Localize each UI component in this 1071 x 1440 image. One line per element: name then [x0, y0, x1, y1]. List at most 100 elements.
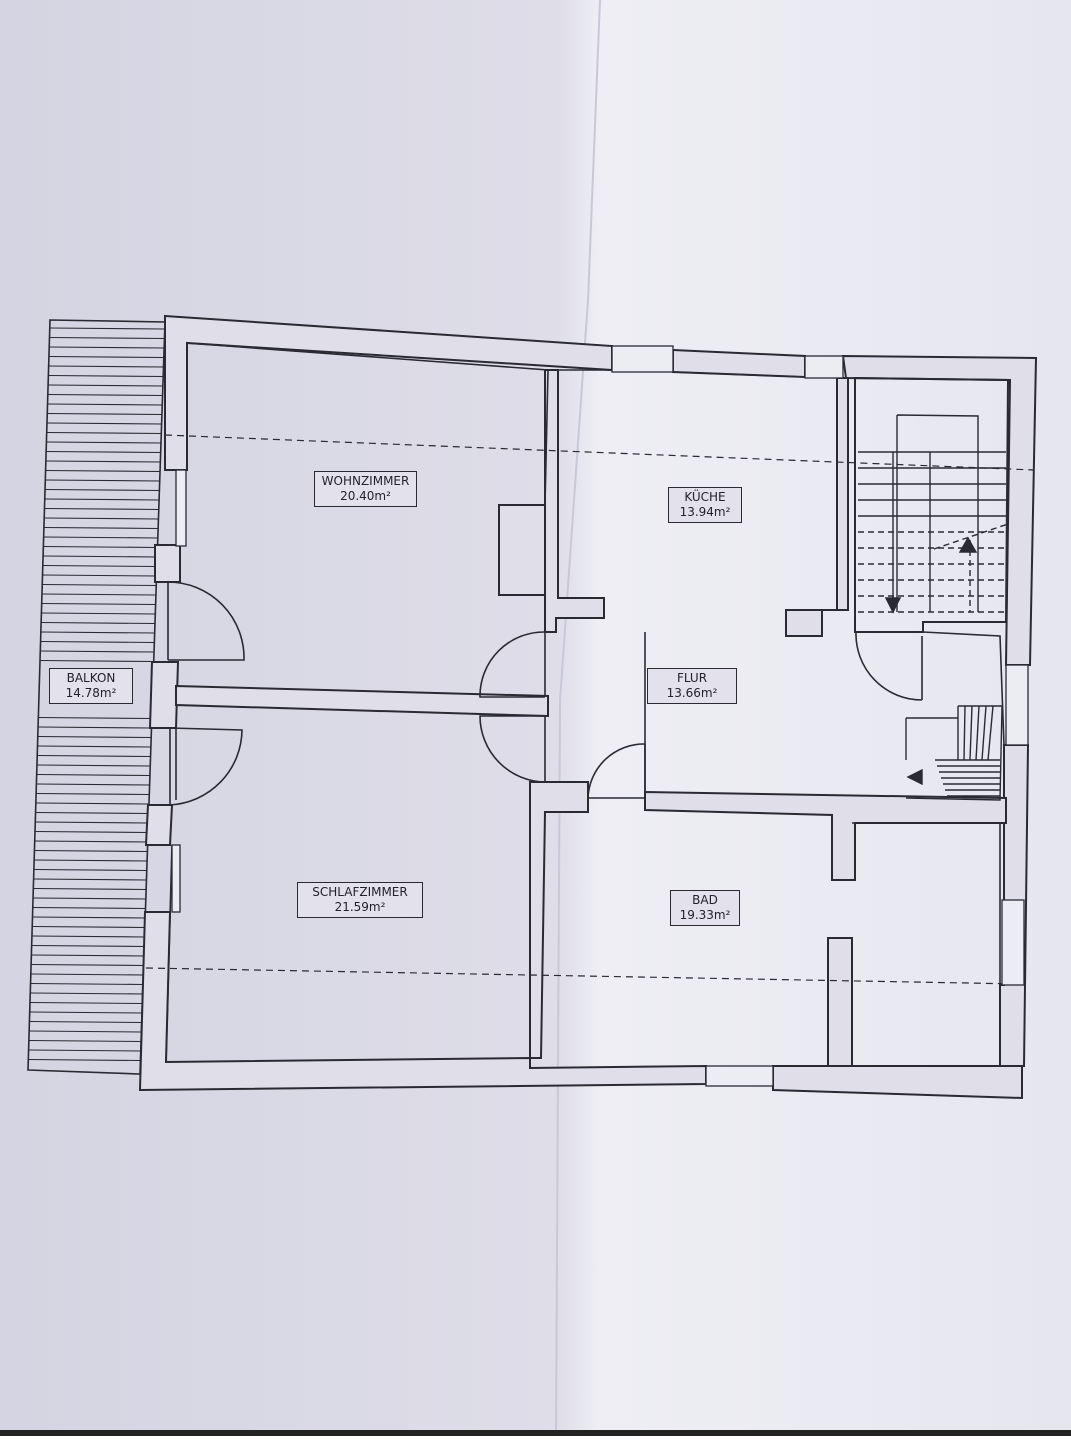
- stair-tread: [987, 705, 994, 761]
- window: [1005, 664, 1029, 746]
- windows: [171, 345, 1029, 1087]
- balcony-slat: [48, 355, 164, 359]
- balcony-slat: [41, 602, 156, 606]
- balcony-slat: [36, 764, 151, 767]
- balcony-slat: [36, 773, 150, 777]
- balcony-slat: [43, 536, 158, 539]
- balcony-slat: [30, 982, 143, 986]
- balcony-slat: [29, 1030, 142, 1033]
- balcony-slat: [34, 849, 148, 853]
- window: [171, 844, 181, 913]
- interior-wall: [854, 376, 1010, 633]
- balcony-slat: [43, 545, 158, 549]
- balcony-slat: [31, 963, 144, 967]
- balcony-slat: [48, 384, 163, 387]
- balcony-slat: [36, 783, 150, 786]
- balcony-slat: [30, 992, 143, 995]
- balcony-slat: [40, 659, 154, 663]
- door-wohnzimmer-balkon: [167, 581, 245, 661]
- balcony-slat: [37, 745, 151, 748]
- balcony-slat: [42, 574, 157, 577]
- balcony-slat: [49, 336, 165, 340]
- interior-wall: [498, 504, 546, 596]
- balcony-slat: [46, 450, 161, 454]
- balcony-slat: [31, 954, 144, 957]
- balcony-slat: [31, 935, 145, 938]
- door-wohnzimmer-flur: [479, 631, 546, 698]
- balcony-slat: [45, 460, 161, 463]
- door-bad-flur: [587, 743, 646, 799]
- balcony-slat: [33, 897, 146, 900]
- window: [175, 469, 187, 547]
- interior-wall: [175, 684, 549, 718]
- balcony-slat: [33, 887, 147, 891]
- balcony-slat: [47, 403, 163, 406]
- interior-wall: [644, 790, 1007, 881]
- balcony-slat: [29, 1011, 142, 1014]
- stair-tread: [975, 705, 980, 761]
- balcony-slat: [36, 792, 150, 796]
- balcony-slat: [41, 612, 156, 615]
- stair-tread: [981, 705, 987, 761]
- balcony-slat: [32, 906, 146, 910]
- window: [611, 345, 674, 373]
- balcony-slat: [43, 555, 158, 558]
- balcony-slat: [46, 441, 161, 444]
- balcony-slat: [29, 1020, 142, 1024]
- stair-frame: [905, 705, 1003, 801]
- balcony-slat: [34, 859, 148, 862]
- balcony-slat: [45, 479, 160, 482]
- stair-tread: [963, 705, 966, 761]
- balcony-slat: [48, 365, 164, 368]
- balcony-slat: [42, 564, 157, 568]
- balcony-slat: [32, 916, 146, 919]
- walls: [138, 314, 1038, 1100]
- balcony-slat: [43, 526, 159, 530]
- roof-slope-lines: [145, 434, 1035, 985]
- balcony-slat: [44, 517, 159, 520]
- balcony-slat: [33, 868, 147, 872]
- balcony-slat: [35, 821, 149, 824]
- door-stair-flur: [855, 631, 923, 701]
- balcony-slat: [41, 621, 155, 625]
- balcony-slat: [34, 840, 148, 843]
- balcony-slat: [45, 488, 160, 492]
- interior-wall: [785, 377, 849, 637]
- interior-wall: [529, 781, 589, 1059]
- window: [1001, 899, 1025, 986]
- interior-wall: [544, 369, 605, 633]
- balcony-slat: [40, 650, 155, 653]
- balcony-slat: [31, 944, 145, 948]
- outer-wall: [144, 804, 174, 846]
- balcony-slat: [37, 754, 151, 758]
- balcony-slat: [46, 431, 162, 435]
- staircase: [858, 414, 1009, 801]
- door-swings: [167, 581, 923, 806]
- balcony-slat: [33, 878, 147, 881]
- stair-tread: [969, 705, 973, 761]
- balcony-slat: [49, 346, 165, 349]
- balcony-slat: [28, 1039, 142, 1043]
- balcony-slat: [44, 507, 159, 511]
- balcony-slat: [35, 830, 149, 834]
- balcony-slat: [38, 716, 152, 720]
- stair-arrow: [906, 768, 923, 786]
- balcony-slat: [49, 327, 165, 330]
- balcony-slat: [44, 498, 160, 501]
- stair-tread: [933, 523, 1009, 550]
- door-schlafzimmer-balkon: [169, 727, 243, 806]
- outer-wall: [148, 661, 180, 729]
- outer-wall: [154, 544, 181, 583]
- balcony-slat: [32, 925, 145, 929]
- window: [705, 1065, 774, 1087]
- window: [804, 355, 844, 379]
- interior-wall: [827, 937, 853, 1067]
- balcony-slat: [46, 422, 162, 425]
- door-schlafzimmer-flur: [479, 715, 546, 783]
